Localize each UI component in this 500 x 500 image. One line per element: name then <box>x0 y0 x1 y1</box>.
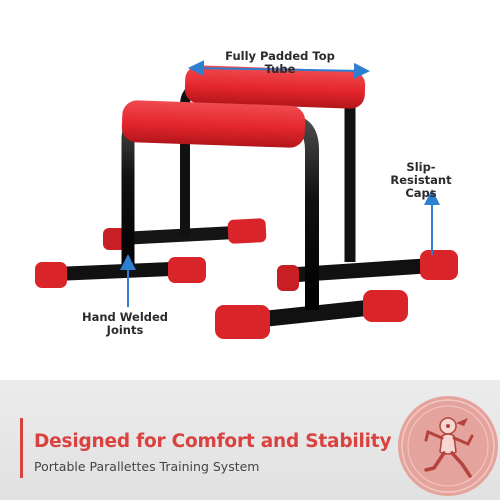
banner-subtitle: Portable Parallettes Training System <box>34 459 260 474</box>
banner-accent-bar <box>20 418 23 478</box>
front-parallette <box>35 100 458 339</box>
top-tube-arrow <box>188 60 370 79</box>
runner-mascot-logo-icon <box>398 396 498 496</box>
joints-callout: Hand Welded Joints <box>80 311 170 337</box>
joints-label-line2: Joints <box>106 323 144 337</box>
caps-callout: Slip-Resistant Caps <box>386 161 456 200</box>
top-tube-callout: Fully Padded Top Tube <box>210 50 350 76</box>
parallette-bars-illustration <box>35 60 458 339</box>
caps-label-line1: Slip-Resistant <box>390 160 452 187</box>
banner-title: Designed for Comfort and Stability <box>34 431 392 452</box>
caps-label-line2: Caps <box>405 186 437 200</box>
back-parallette <box>103 65 366 262</box>
top-tube-label: Fully Padded Top Tube <box>225 49 335 76</box>
joints-label-line1: Hand Welded <box>81 310 169 324</box>
product-image: Fully Padded Top Tube Slip-Resistant Cap… <box>35 49 458 339</box>
